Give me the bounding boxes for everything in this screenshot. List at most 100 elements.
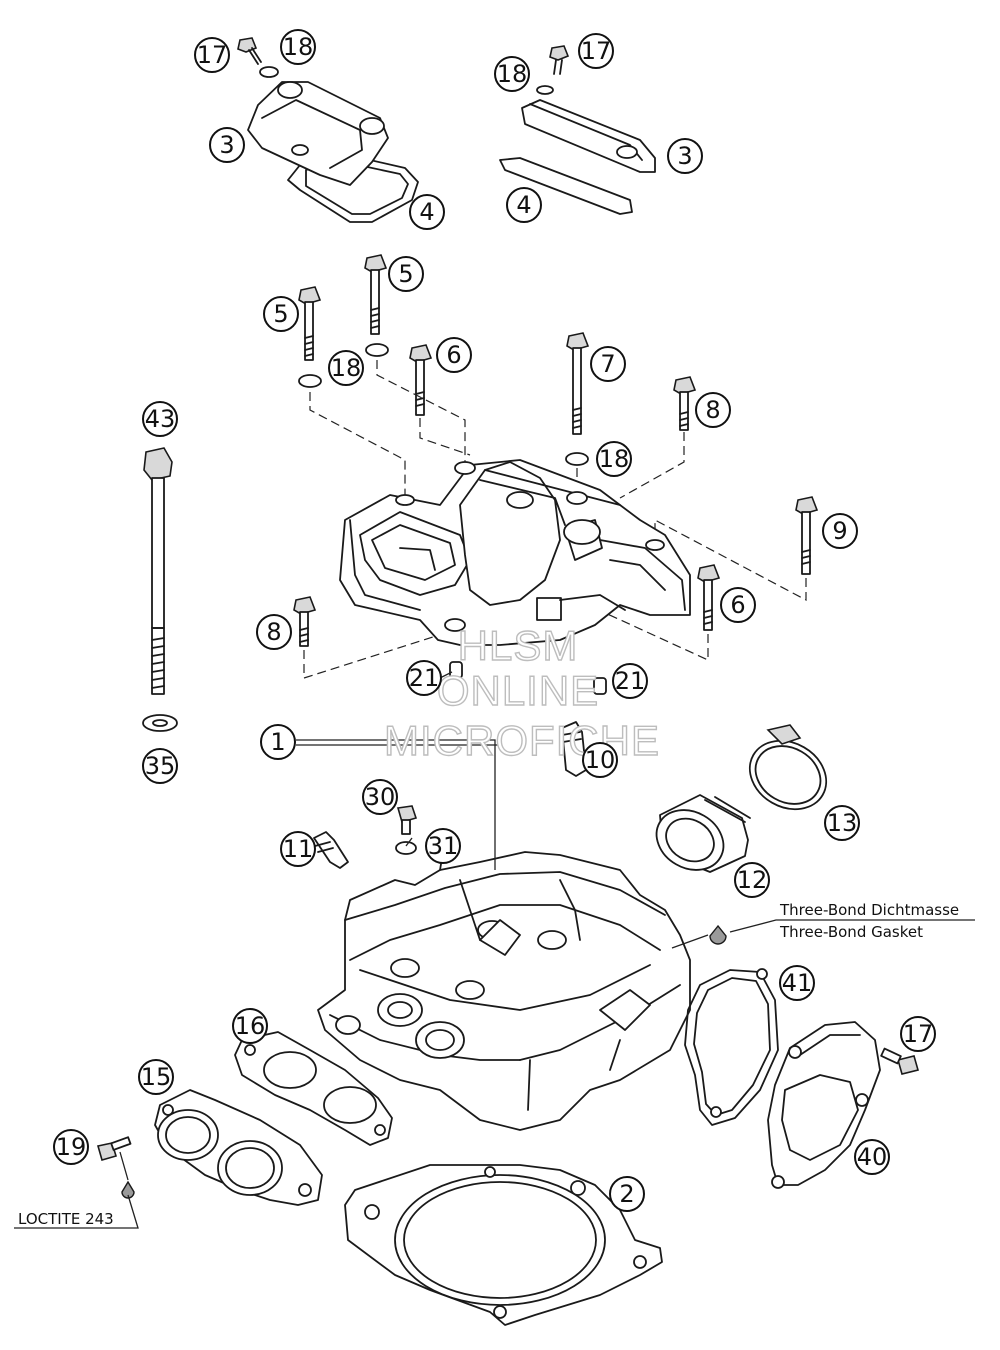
svg-text:16: 16 xyxy=(235,1012,266,1040)
svg-text:4: 4 xyxy=(516,191,531,219)
washer-18-d xyxy=(565,452,589,466)
washer-31 xyxy=(395,841,417,855)
callout-31: 31 xyxy=(425,828,461,864)
svg-text:6: 6 xyxy=(730,591,745,619)
washer-35 xyxy=(142,714,178,732)
callout-5b: 5 xyxy=(263,296,299,332)
callout-11: 11 xyxy=(280,831,316,867)
valve-guide-11 xyxy=(313,831,349,869)
bolt-30 xyxy=(396,805,418,835)
callout-15: 15 xyxy=(138,1059,174,1095)
watermark-line-1: HLSM xyxy=(458,622,579,669)
bolt-7 xyxy=(566,332,590,435)
callout-16: 16 xyxy=(232,1008,268,1044)
svg-text:4: 4 xyxy=(419,198,434,226)
callout-30: 30 xyxy=(362,779,398,815)
callout-18b: 18 xyxy=(494,56,530,92)
clamp-13 xyxy=(748,724,828,811)
svg-text:11: 11 xyxy=(283,835,314,863)
intake-flange-15 xyxy=(154,1089,323,1206)
callout-17c: 17 xyxy=(900,1016,936,1052)
callout-21a: 21 xyxy=(406,660,442,696)
svg-text:17: 17 xyxy=(581,37,612,65)
svg-text:43: 43 xyxy=(145,405,176,433)
callout-9: 9 xyxy=(822,513,858,549)
sealant-drop xyxy=(709,924,727,945)
svg-text:31: 31 xyxy=(428,832,459,860)
callout-12: 12 xyxy=(734,862,770,898)
bolt-6b xyxy=(697,564,721,631)
cylinder-head xyxy=(317,839,691,1131)
svg-text:8: 8 xyxy=(266,618,281,646)
cover-right xyxy=(521,99,656,173)
head-bolt-43 xyxy=(143,447,173,695)
callout-10: 10 xyxy=(582,742,618,778)
bolt-17-pump xyxy=(880,1047,919,1075)
callout-21b: 21 xyxy=(612,663,648,699)
svg-text:13: 13 xyxy=(827,809,858,837)
svg-text:30: 30 xyxy=(365,783,396,811)
callout-7: 7 xyxy=(590,346,626,382)
callout-2: 2 xyxy=(609,1176,645,1212)
callout-6a: 6 xyxy=(436,337,472,373)
washer-18-b xyxy=(365,343,389,357)
callout-18c: 18 xyxy=(328,350,364,386)
svg-text:40: 40 xyxy=(857,1143,888,1171)
callout-8b: 8 xyxy=(256,614,292,650)
head-gasket-2 xyxy=(344,1164,663,1326)
callout-35: 35 xyxy=(142,748,178,784)
svg-text:8: 8 xyxy=(705,396,720,424)
watermark-line-3: MICROFICHE xyxy=(384,717,660,764)
valve-cover-right xyxy=(499,45,656,215)
svg-text:5: 5 xyxy=(273,300,288,328)
loctite-note: LOCTITE 243 xyxy=(18,1210,114,1228)
svg-text:10: 10 xyxy=(585,746,616,774)
callout-8a: 8 xyxy=(695,392,731,428)
callout-19: 19 xyxy=(53,1129,89,1165)
svg-text:9: 9 xyxy=(832,517,847,545)
bolt-8a xyxy=(673,376,697,431)
bolt-5b xyxy=(364,254,388,335)
dowel-21-right xyxy=(593,677,607,695)
callout-17b: 17 xyxy=(578,33,614,69)
sealant-note-de: Three-Bond Dichtmasse xyxy=(779,901,959,919)
valve-cover-left xyxy=(237,37,419,223)
callout-43: 43 xyxy=(142,401,178,437)
bolt-9 xyxy=(795,496,819,575)
svg-text:35: 35 xyxy=(145,752,176,780)
svg-text:3: 3 xyxy=(219,131,234,159)
svg-text:18: 18 xyxy=(331,354,362,382)
bolt-17-left xyxy=(237,37,262,65)
callout-5a: 5 xyxy=(388,256,424,292)
bolt-8b xyxy=(293,596,317,647)
callout-18a: 18 xyxy=(280,29,316,65)
washer-18-right xyxy=(536,85,554,95)
svg-text:15: 15 xyxy=(141,1063,172,1091)
callout-40: 40 xyxy=(854,1139,890,1175)
svg-text:18: 18 xyxy=(283,33,314,61)
callout-41: 41 xyxy=(779,965,815,1001)
callout-3b: 3 xyxy=(667,138,703,174)
dowel-21-left xyxy=(449,661,463,679)
svg-text:3: 3 xyxy=(677,142,692,170)
svg-text:19: 19 xyxy=(56,1133,87,1161)
svg-text:21: 21 xyxy=(409,664,440,692)
water-pump-cover-40 xyxy=(767,1021,881,1189)
washer-18-left xyxy=(259,66,279,78)
svg-text:18: 18 xyxy=(599,445,630,473)
callout-4a: 4 xyxy=(409,194,445,230)
sealant-note-en: Three-Bond Gasket xyxy=(779,923,923,941)
callout-17a: 17 xyxy=(194,37,230,73)
callout-leaders xyxy=(296,671,500,870)
svg-text:6: 6 xyxy=(446,341,461,369)
svg-text:21: 21 xyxy=(615,667,646,695)
svg-text:5: 5 xyxy=(398,260,413,288)
gasket-right xyxy=(499,157,633,215)
bolt-17-right xyxy=(549,45,570,75)
bolt-5a xyxy=(298,286,322,361)
svg-text:7: 7 xyxy=(600,350,615,378)
bolt-6a xyxy=(409,344,433,416)
callout-6b: 6 xyxy=(720,587,756,623)
gasket-41 xyxy=(684,968,779,1126)
